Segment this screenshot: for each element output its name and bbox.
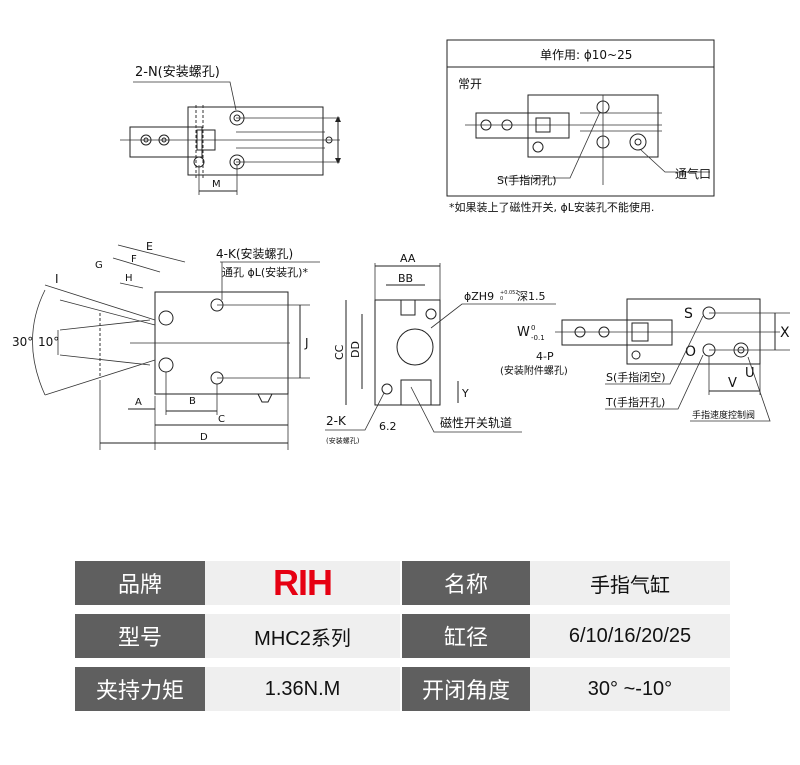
dim-a: A	[135, 397, 142, 408]
holes-label: 4-K(安装螺孔)	[216, 246, 293, 261]
brand-logo: RIH	[273, 562, 333, 603]
angle-close: 10°	[38, 335, 59, 349]
top-view: 2-N(安装螺孔) M	[120, 65, 341, 195]
vent-label: 通气口	[675, 166, 711, 181]
s-finger-close-label: S(手指闭孔)	[497, 173, 557, 187]
spec-row: 型号 MHC2系列 缸径 6/10/16/20/25	[75, 614, 730, 658]
dim-bb: BB	[398, 272, 413, 285]
bore-label: ϕZH9	[464, 290, 494, 303]
mount-holes-label: 2-N(安装螺孔)	[135, 65, 220, 80]
technical-drawing: 2-N(安装螺孔) M 单作用: ϕ10~25 常开	[12, 39, 790, 450]
right-view: X S O W 0 -0.1 4-P (安装附件螺孔) S(手指闭空) T(手指…	[500, 298, 790, 422]
dim-dd: DD	[349, 341, 362, 358]
dim-v: V	[728, 376, 737, 391]
dim-e: E	[146, 240, 153, 253]
spec-value-brand: RIH	[205, 561, 400, 605]
dim-j: J	[304, 336, 309, 350]
bore-tol-lower: 0	[500, 296, 503, 302]
t-open-label: T(手指开孔)	[605, 395, 665, 409]
jaw-outline	[129, 126, 203, 158]
w-tol-lower: -0.1	[531, 334, 545, 342]
w-label: W	[517, 325, 530, 340]
bore-depth: 深1.5	[517, 290, 546, 303]
spec-value-model: MHC2系列	[205, 614, 400, 658]
spec-value-torque: 1.36N.M	[205, 667, 400, 711]
dim-c: C	[218, 414, 225, 425]
spec-label-model: 型号	[75, 614, 205, 658]
mode-label: 常开	[458, 77, 482, 91]
p-label: 4-P	[536, 350, 554, 363]
single-acting-box: 单作用: ϕ10~25 常开 S(手指闭孔) 通气口 *如果装上了磁性开关, ϕ…	[446, 39, 715, 214]
through-hole-label: 通孔 ϕL(安装孔)*	[222, 265, 308, 279]
speed-valve-label: 手指速度控制阀	[692, 409, 755, 421]
angle-open: 30°	[12, 335, 33, 349]
side-view: E F G H I 30° 10° J 4-K(安装螺孔) 通孔 ϕL(安装孔)…	[12, 240, 320, 450]
dim-g: G	[95, 260, 103, 271]
dim-h: H	[125, 273, 133, 284]
spec-value-bore: 6/10/16/20/25	[530, 614, 730, 658]
p-sub: (安装附件螺孔)	[500, 364, 568, 377]
spec-label-bore: 缸径	[402, 614, 530, 658]
leader-line	[133, 81, 237, 111]
rail-label: 磁性开关轨道	[440, 415, 512, 430]
dim-d: D	[200, 432, 208, 443]
dim-6-2: 6.2	[379, 420, 397, 433]
dim-y: Y	[461, 387, 469, 400]
spec-label-torque: 夹持力矩	[75, 667, 205, 711]
spec-value-angle: 30° ~-10°	[530, 667, 730, 711]
footnote: *如果装上了磁性开关, ϕL安装孔不能使用.	[449, 200, 654, 214]
end-view: AA BB CC DD Y ϕZH9 +0.052 0 深1.5 2-K (安装…	[325, 252, 556, 445]
dim-m: M	[212, 179, 221, 190]
dim-cc: CC	[333, 344, 346, 360]
dim-x: X	[780, 325, 790, 341]
spec-table: 品牌 RIH 名称 手指气缸 型号 MHC2系列 缸径 6/10/16/20/2…	[75, 561, 730, 720]
k-label: 2-K	[326, 414, 347, 428]
spec-label-angle: 开闭角度	[402, 667, 530, 711]
dim-i: I	[55, 272, 59, 286]
dim-u: U	[745, 366, 755, 381]
box-header: 单作用: ϕ10~25	[540, 48, 632, 62]
w-tol-upper: 0	[531, 324, 535, 332]
dim-b: B	[189, 396, 196, 407]
spec-row: 品牌 RIH 名称 手指气缸	[75, 561, 730, 605]
s-close-label: S(手指闭空)	[606, 370, 666, 384]
spec-value-name: 手指气缸	[530, 561, 730, 605]
spec-label-name: 名称	[402, 561, 530, 605]
bore-tol-upper: +0.052	[500, 290, 519, 296]
dim-f: F	[131, 254, 137, 265]
o-port: O	[685, 344, 696, 360]
spec-label-brand: 品牌	[75, 561, 205, 605]
k-sub: (安装螺孔)	[326, 436, 360, 445]
s-port: S	[684, 306, 693, 322]
spec-row: 夹持力矩 1.36N.M 开闭角度 30° ~-10°	[75, 667, 730, 711]
body-outline	[187, 106, 324, 176]
dim-aa: AA	[400, 252, 416, 265]
